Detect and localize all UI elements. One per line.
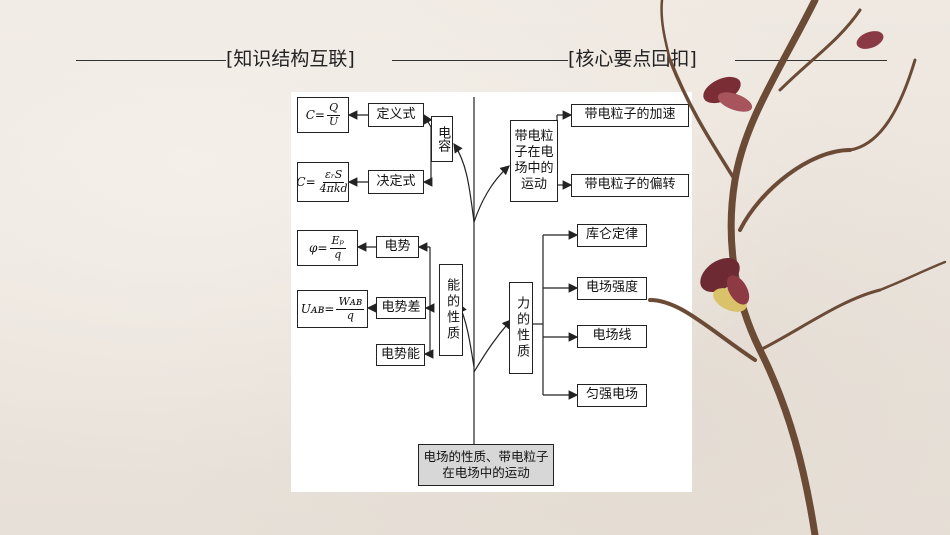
field-lines-label: 电场线 xyxy=(577,325,647,348)
potential-label: 电势 xyxy=(376,236,419,258)
capacitor-determinant-label: 决定式 xyxy=(368,170,424,194)
particle-acceleration-label: 带电粒子的加速 xyxy=(571,104,689,127)
flower-middle xyxy=(700,257,750,312)
capacitor-node: 电容 xyxy=(431,116,453,162)
header-divider-left xyxy=(76,60,226,61)
field-strength-label: 电场强度 xyxy=(577,277,647,300)
flower-top xyxy=(703,76,753,112)
branch-decoration xyxy=(648,0,947,535)
energy-property-node: 能的性质 xyxy=(439,264,463,356)
coulomb-law-label: 库仑定律 xyxy=(577,224,647,247)
capacitor-definition-label: 定义式 xyxy=(368,103,424,127)
particle-deflection-label: 带电粒子的偏转 xyxy=(571,174,689,197)
uniform-field-label: 匀强电场 xyxy=(577,384,647,407)
flower-right xyxy=(856,31,884,49)
section-title-knowledge-structure: [知识结构互联] xyxy=(226,48,355,70)
potential-difference-label: 电势差 xyxy=(376,297,426,319)
particle-motion-node: 带电粒子在电场中的运动 xyxy=(510,120,558,202)
header-divider-middle xyxy=(392,60,568,61)
section-title-key-points: [核心要点回扣] xyxy=(568,48,697,70)
root-topic: 电场的性质、带电粒子在电场中的运动 xyxy=(418,444,554,486)
potential-energy-label: 电势能 xyxy=(376,344,425,366)
force-property-node: 力的性质 xyxy=(509,282,533,374)
